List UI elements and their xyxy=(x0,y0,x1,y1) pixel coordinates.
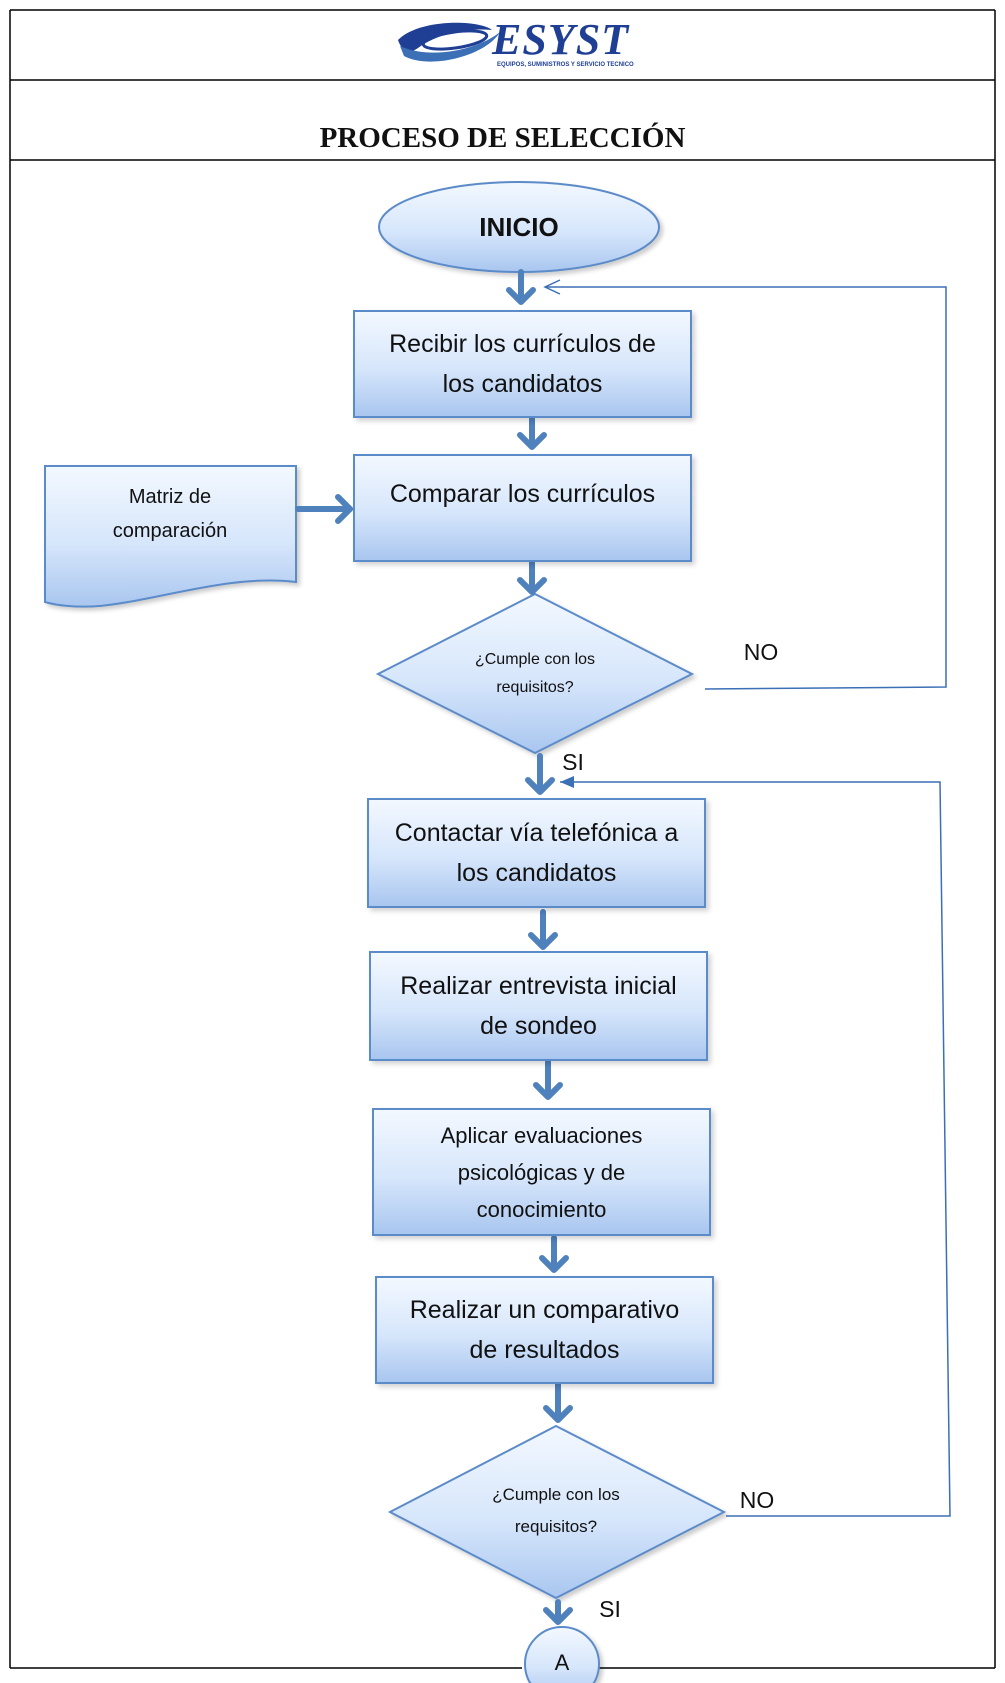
decision-1-yes-label: SI xyxy=(562,748,584,775)
step-receive-cvs-label: Recibir los currículos de los candidatos xyxy=(389,330,656,398)
document-shape xyxy=(44,465,297,608)
logo-tagline: EQUIPOS, SUMINISTROS Y SERVICIO TECNICO xyxy=(497,62,634,68)
decision-2-diamond xyxy=(387,1424,727,1600)
arrow-step5-to-step6 xyxy=(539,1235,569,1273)
logo-swoosh-icon xyxy=(398,22,500,62)
arrow-document-to-step2 xyxy=(295,494,353,524)
arrow-step1-to-step2 xyxy=(517,415,547,450)
step-compare-cvs-label: Comparar los currículos xyxy=(389,480,656,508)
no-loop-1 xyxy=(543,279,947,690)
arrow-decision2-to-connector xyxy=(543,1599,573,1625)
decision-2-yes-label: SI xyxy=(599,1595,621,1622)
step-compare-results: Realizar un comparativo de resultados xyxy=(375,1276,714,1384)
arrow-step6-to-decision2 xyxy=(543,1381,573,1423)
step-initial-interview: Realizar entrevista inicial de sondeo xyxy=(369,951,708,1061)
step-apply-evaluations: Aplicar evaluaciones psicológicas y de c… xyxy=(372,1108,711,1236)
step-compare-cvs: Comparar los currículos xyxy=(353,454,692,562)
logo-wordmark: ESYST xyxy=(492,15,630,64)
decision-1-no-label: NO xyxy=(743,638,779,665)
arrow-step4-to-step5 xyxy=(533,1059,563,1100)
connector-circle xyxy=(524,1626,600,1683)
page-frame xyxy=(9,9,996,1669)
arrow-start-to-step1 xyxy=(506,269,536,305)
arrow-step2-to-decision1 xyxy=(517,559,547,595)
connector-label: A xyxy=(554,1650,570,1675)
step-phone-contact-label: Contactar vía telefónica a los candidato… xyxy=(394,819,679,887)
page-title: PROCESO DE SELECCIÓN xyxy=(319,122,686,154)
step-compare-results-label: Realizar un comparativo de resultados xyxy=(409,1296,680,1364)
arrow-step3-to-step4 xyxy=(528,909,558,950)
document-label: Matriz de comparación xyxy=(112,486,228,542)
decision-2-no-label: NO xyxy=(739,1486,775,1513)
step-receive-cvs: Recibir los currículos de los candidatos xyxy=(353,310,692,418)
decision-1-label: ¿Cumple con los requisitos? xyxy=(474,651,596,696)
step-phone-contact: Contactar vía telefónica a los candidato… xyxy=(367,798,706,908)
step-apply-evaluations-label: Aplicar evaluaciones psicológicas y de c… xyxy=(440,1122,643,1222)
step-initial-interview-label: Realizar entrevista inicial de sondeo xyxy=(400,972,677,1040)
arrow-decision1-to-step3 xyxy=(525,753,555,795)
no-loop-2 xyxy=(560,776,951,1517)
decision-1-diamond xyxy=(375,592,695,755)
decision-2-label: ¿Cumple con los requisitos? xyxy=(492,1485,620,1536)
start-label: INICIO xyxy=(479,211,559,242)
